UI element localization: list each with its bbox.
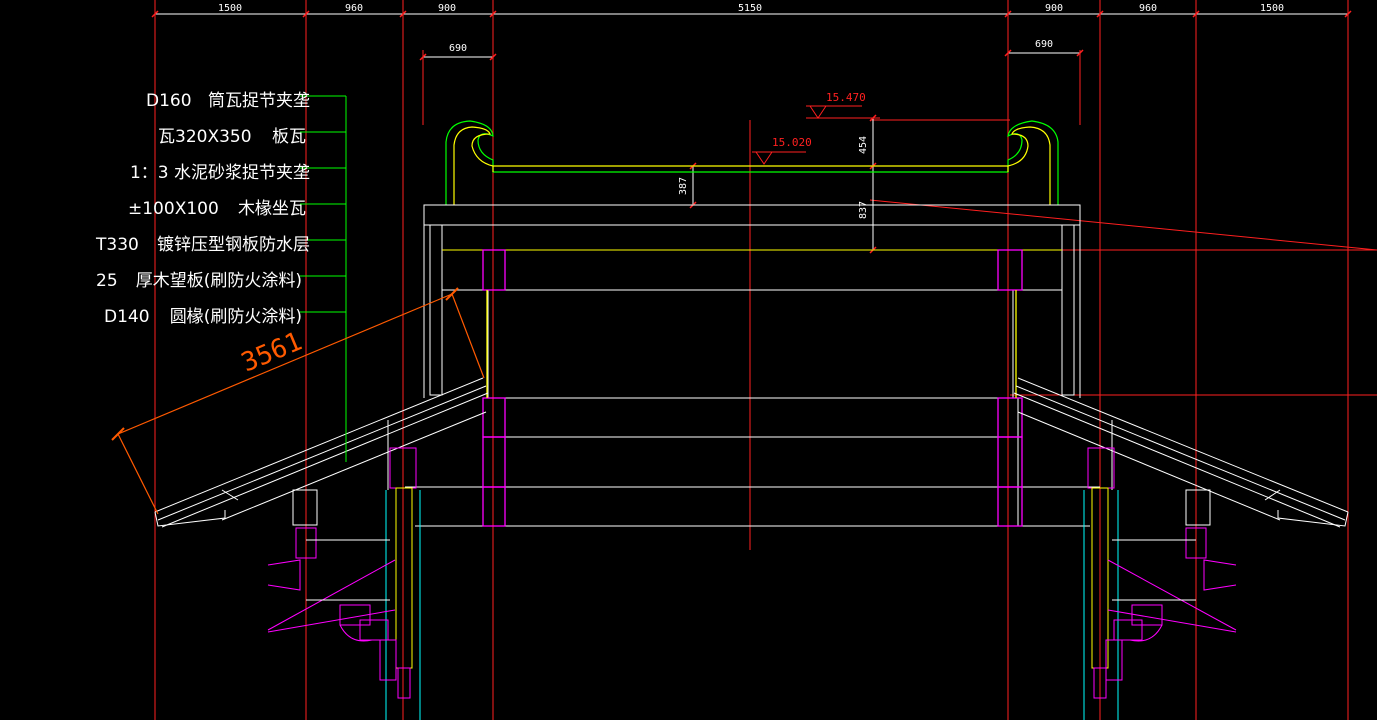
callout-4-right: 木椽坐瓦 [238,199,306,219]
callout-7-right: 圆椽(刷防火涂料) [170,307,302,327]
elevation-15020: 15.020 [772,136,812,149]
bracket-set-right [1083,447,1237,720]
callout-7-left: D140 [104,307,150,327]
vdim-454: 454 [858,136,869,154]
callout-6-right: 厚木望板(刷防火涂料) [136,271,302,291]
callout-1-right: 筒瓦捉节夹垄 [208,91,310,111]
callout-2-right: 板瓦 [272,127,306,147]
dim-left-900: 900 [438,3,456,14]
ridge-tile-profile [445,120,1059,205]
dim-right-1500: 1500 [1260,3,1284,14]
dim-left-960: 960 [345,3,363,14]
elevation-marks: 15.470 15.020 [752,91,866,165]
callout-5-left: T330 [95,235,139,255]
rafter-length-3561: 3561 [237,327,306,379]
dim-center-5150: 5150 [738,3,762,14]
vdim-837: 837 [858,201,869,219]
roof-slope-right [1013,377,1349,528]
roof-slope-left [154,377,489,528]
bracket-set-left [267,447,421,720]
callout-3: 1：3 水泥砂浆捉节夹垄 [130,163,310,183]
dim-overhang-left-690: 690 [449,43,467,54]
callout-4-left: ±100X100 [128,199,219,219]
dim-left-1500: 1500 [218,3,242,14]
rafter-length-dimension [111,287,485,515]
structure-frame [405,204,1100,527]
purlin-sections [482,249,1023,527]
callout-list: D160 筒瓦捉节夹垄 瓦320X350 板瓦 1：3 水泥砂浆捉节夹垄 ±10… [95,91,310,327]
elevation-15470: 15.470 [826,91,866,104]
callout-2-left: 瓦320X350 [158,127,252,147]
callout-6-left: 25 [96,271,118,291]
dim-right-900: 900 [1045,3,1063,14]
axis-lines [154,0,1377,720]
dim-right-960: 960 [1139,3,1157,14]
dim-overhang-right-690: 690 [1035,39,1053,50]
top-dimension-chain: 1500 960 900 5150 900 960 1500 690 690 [151,3,1352,61]
callout-leaders [300,95,347,462]
vdim-387: 387 [678,177,689,195]
callout-1-left: D160 [146,91,192,111]
callout-5-right: 镀锌压型钢板防水层 [157,235,310,255]
